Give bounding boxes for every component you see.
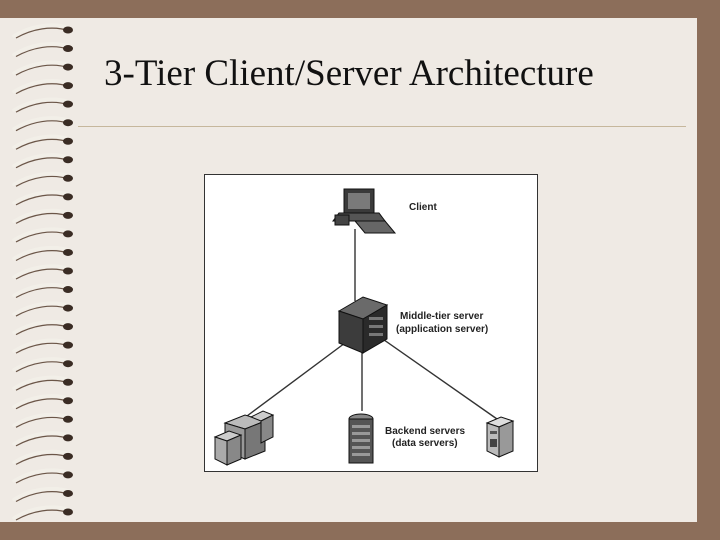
binding-ring bbox=[12, 505, 73, 521]
binding-ring bbox=[12, 301, 73, 317]
binding-ring bbox=[12, 357, 73, 373]
tower-server-icon bbox=[348, 413, 374, 464]
binding-ring bbox=[12, 375, 73, 391]
link-middle-backend-left bbox=[242, 342, 346, 420]
client-label: Client bbox=[409, 202, 437, 213]
binding-ring bbox=[12, 190, 73, 206]
binding-ring bbox=[12, 394, 73, 410]
binding-ring bbox=[12, 431, 73, 447]
binding-ring bbox=[12, 116, 73, 132]
slide-title: 3-Tier Client/Server Architecture bbox=[104, 53, 594, 94]
binding-ring bbox=[12, 264, 73, 280]
binding-ring bbox=[12, 134, 73, 150]
binding-ring bbox=[12, 486, 73, 502]
binding-ring bbox=[12, 320, 73, 336]
binding-ring bbox=[12, 208, 73, 224]
binding-ring bbox=[12, 171, 73, 187]
binding-ring bbox=[12, 97, 73, 113]
binding-ring bbox=[12, 153, 73, 169]
server-cube-icon bbox=[337, 296, 389, 354]
binding-ring bbox=[12, 245, 73, 261]
small-server-icon bbox=[485, 416, 515, 458]
middle-tier-label: Middle-tier server bbox=[400, 311, 484, 322]
architecture-diagram: Client Middle-tier server (application s… bbox=[204, 174, 538, 472]
binding-ring bbox=[12, 23, 73, 39]
binding-ring bbox=[12, 338, 73, 354]
binding-ring bbox=[12, 42, 73, 58]
middle-tier-sublabel: (application server) bbox=[396, 324, 489, 335]
binding-ring bbox=[12, 79, 73, 95]
link-middle-backend-right bbox=[376, 334, 498, 420]
binding-ring bbox=[12, 283, 73, 299]
binding-ring bbox=[12, 412, 73, 428]
binding-ring bbox=[12, 468, 73, 484]
backend-label: Backend servers bbox=[385, 426, 466, 437]
backend-sublabel: (data servers) bbox=[392, 438, 458, 449]
title-divider bbox=[78, 126, 686, 127]
server-cluster-icon bbox=[213, 410, 275, 466]
desktop-computer-icon bbox=[332, 188, 397, 234]
spiral-binding-icon bbox=[0, 0, 88, 540]
binding-ring bbox=[12, 60, 73, 76]
binding-ring bbox=[12, 227, 73, 243]
binding-ring bbox=[12, 449, 73, 465]
